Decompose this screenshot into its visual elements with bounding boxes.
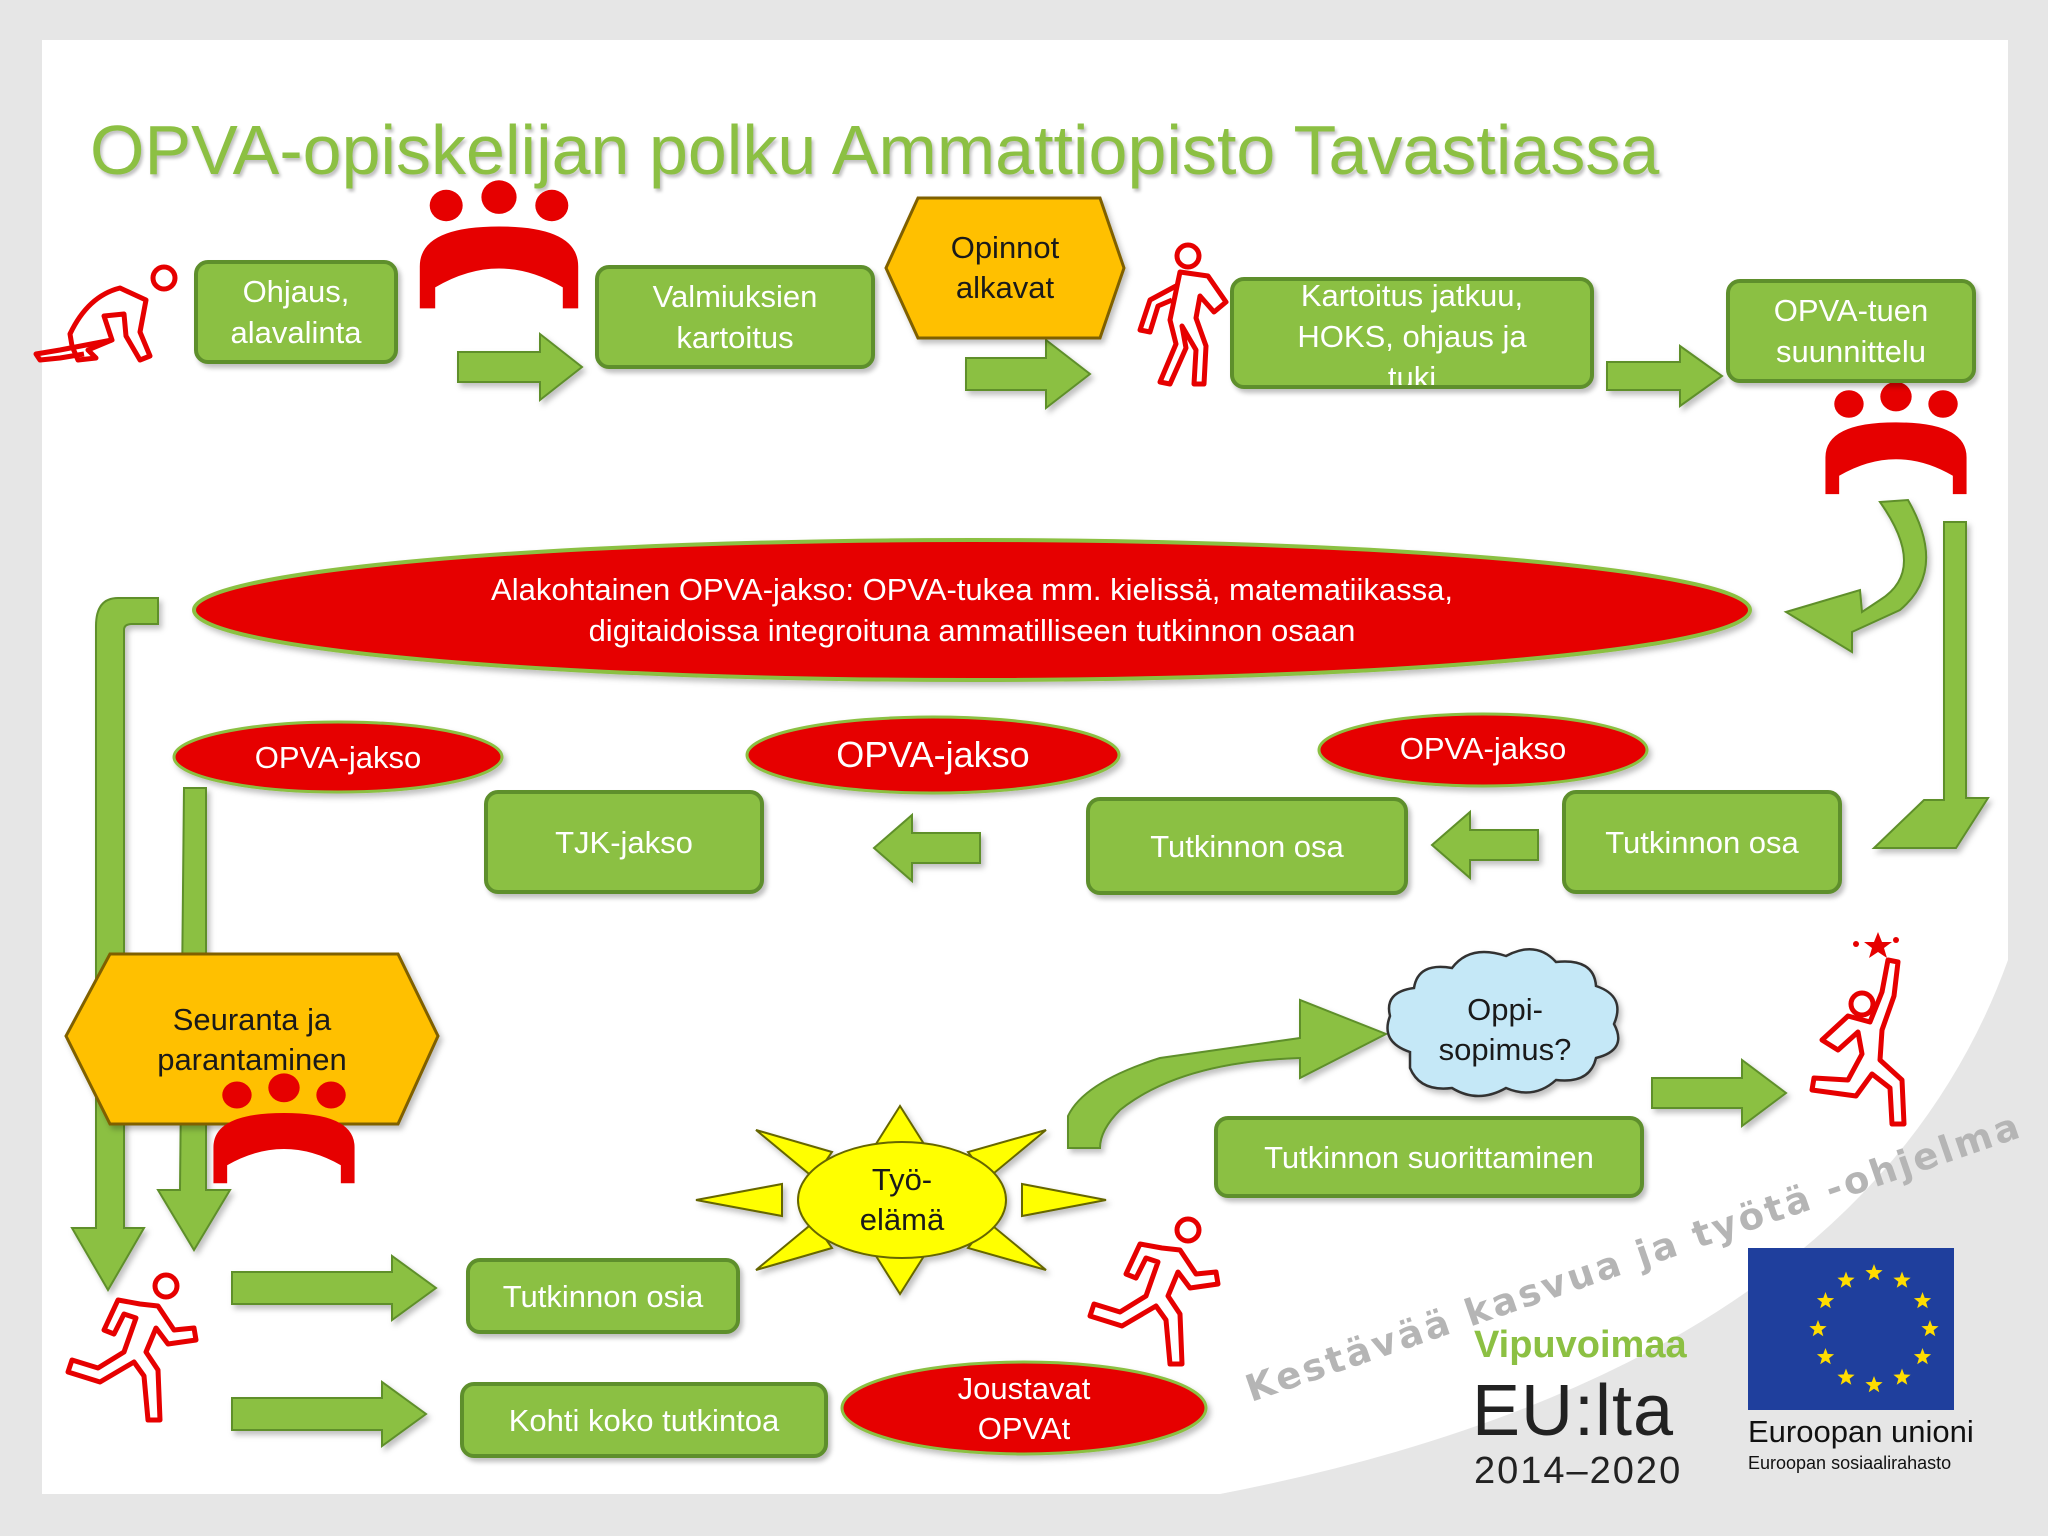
arrow-right-3 [1606, 344, 1724, 408]
tyoelama-text: Työ- elämä [800, 1158, 1004, 1242]
arrow-curved-to-oppisopimus [1067, 998, 1389, 1149]
opva-jakso-left-label: OPVA-jakso [254, 740, 422, 775]
running-person-icon-2 [1087, 1216, 1221, 1367]
tjk-jakso-box: TJK-jakso [484, 790, 764, 894]
eu-name-text: Euroopan unioni [1748, 1414, 1974, 1449]
cloud-icon [1386, 948, 1620, 1098]
tutkinnon-osa-box-middle: Tutkinnon osa [1086, 797, 1408, 895]
arrow-down-left-outer [70, 597, 159, 1292]
opva-jakso-middle-label: OPVA-jakso [836, 734, 1030, 775]
kohti-koko-tutkintoa-box: Kohti koko tutkintoa [460, 1382, 828, 1458]
celebrating-person-icon [1809, 932, 1907, 1127]
kohti-koko-tutkintoa-label: Kohti koko tutkintoa [508, 1402, 780, 1438]
eu-star [1913, 1292, 1932, 1309]
tjk-jakso-label: TJK-jakso [555, 824, 693, 860]
main-opva-label: Alakohtainen OPVA-jakso: OPVA-tukea mm. … [491, 572, 1453, 648]
arrow-right-2 [965, 337, 1092, 411]
arrow-right-4 [231, 1254, 438, 1322]
walking-person-icon [1137, 242, 1229, 387]
running-person-icon-1 [65, 1272, 199, 1423]
tutkinnon-osa-box-right: Tutkinnon osa [1562, 790, 1842, 894]
opva-jakso-right-ellipse [1317, 712, 1649, 788]
opinnot-alkavat-label: Opinnot alkavat [950, 230, 1060, 305]
eu-star [1816, 1292, 1835, 1309]
start-runner-icon [33, 264, 178, 363]
group-meeting-icon-2 [1825, 381, 1967, 495]
opva-jakso-right-label: OPVA-jakso [1399, 731, 1567, 766]
opva-jakso-left-ellipse [172, 720, 504, 794]
joustavat-opvat-ellipse [840, 1360, 1208, 1456]
tutkinnon-suorittaminen-label: Tutkinnon suorittaminen [1264, 1139, 1594, 1175]
main-opva-ellipse [192, 538, 1752, 682]
tyoelama-label: Työ- elämä [859, 1162, 945, 1237]
eu-star [1893, 1271, 1911, 1288]
years-logo-text: 2014–2020 [1474, 1450, 1683, 1492]
eu-fund-text: Euroopan sosiaalirahasto [1748, 1453, 1952, 1473]
eu-star [1837, 1368, 1855, 1385]
tutkinnon-osia-box: Tutkinnon osia [466, 1258, 740, 1334]
seuranta-hexagon [64, 952, 440, 1126]
eu-star [1865, 1376, 1883, 1393]
opva-jakso-middle-ellipse [745, 715, 1121, 795]
main-opva-text: Alakohtainen OPVA-jakso: OPVA-tukea mm. … [250, 560, 1694, 660]
oppisopimus-text: Oppi- sopimus? [1400, 978, 1610, 1082]
opinnot-alkavat-text: Opinnot alkavat [886, 198, 1124, 338]
eu-star [1837, 1271, 1855, 1288]
sun-icon [695, 1104, 1107, 1296]
eu-star [1921, 1320, 1939, 1337]
tutkinnon-osa-label-middle: Tutkinnon osa [1150, 828, 1344, 864]
seuranta-text: Seuranta ja parantaminen [66, 994, 438, 1086]
kartoitus-box: Kartoitus jatkuu, HOKS, ohjaus ja tuki [1230, 277, 1594, 389]
arrow-right-6 [1651, 1058, 1788, 1128]
page-title: OPVA-opiskelijan polku Ammattiopisto Tav… [90, 111, 1660, 189]
group-meeting-icon-3 [213, 1073, 355, 1184]
valmiuksien-box: Valmiuksien kartoitus [595, 265, 875, 369]
oppisopimus-label: Oppi- sopimus? [1438, 992, 1572, 1067]
vipuvoimaa-logo-text: Vipuvoimaa [1474, 1324, 1687, 1366]
eu-star [1865, 1264, 1883, 1281]
arrow-curved-into-oval [1783, 498, 1928, 654]
tutkinnon-osia-label: Tutkinnon osia [502, 1278, 704, 1314]
opinnot-hexagon [884, 196, 1126, 340]
tutkinnon-osa-label-right: Tutkinnon osa [1605, 824, 1799, 860]
eu-star [1809, 1320, 1827, 1337]
ohjaus-label: Ohjaus, alavalinta [230, 274, 362, 350]
joustavat-opvat-text: Joustavat OPVAt [842, 1366, 1206, 1452]
eu-flag-icon [1748, 1248, 1954, 1410]
opva-jakso-right-text: OPVA-jakso [1319, 724, 1647, 774]
arrow-right-5 [231, 1380, 428, 1448]
tutkinnon-suorittaminen-box: Tutkinnon suorittaminen [1214, 1116, 1644, 1198]
valmiuksien-label: Valmiuksien kartoitus [652, 279, 818, 355]
arrow-left-2 [872, 812, 981, 884]
opva-jakso-left-text: OPVA-jakso [174, 733, 502, 783]
eu-star [1893, 1368, 1911, 1385]
arrow-right-1 [457, 331, 584, 403]
ohjaus-box: Ohjaus, alavalinta [194, 260, 398, 364]
arrow-down-right-side [1871, 521, 1990, 849]
kartoitus-label: Kartoitus jatkuu, HOKS, ohjaus ja tuki [1297, 278, 1527, 389]
eu-flag-stars [1809, 1264, 1939, 1393]
seuranta-label: Seuranta ja parantaminen [157, 1002, 347, 1077]
eulta-logo-text: EU:lta [1472, 1371, 1675, 1451]
eu-star [1913, 1348, 1932, 1365]
suunnittelu-label: OPVA-tuen suunnittelu [1773, 293, 1929, 369]
joustavat-opvat-label: Joustavat OPVAt [957, 1371, 1091, 1446]
group-meeting-icon-1 [419, 180, 579, 309]
opva-jakso-middle-text: OPVA-jakso [747, 728, 1119, 782]
arrow-left-1 [1430, 809, 1539, 881]
eu-star [1816, 1348, 1835, 1365]
suunnittelu-box: OPVA-tuen suunnittelu [1726, 279, 1976, 383]
